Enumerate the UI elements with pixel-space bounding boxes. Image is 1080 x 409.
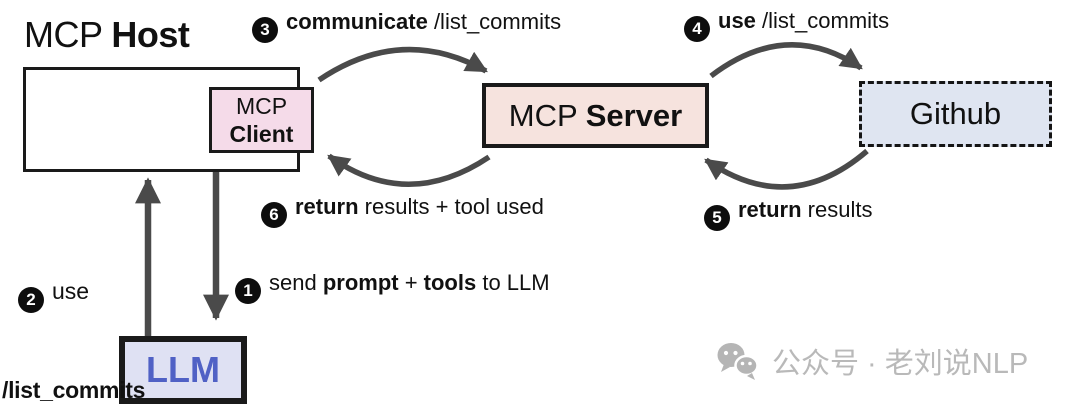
step-1-tools: tools xyxy=(423,270,477,295)
client-label-line1: MCP xyxy=(235,93,288,119)
step-3-action: communicate xyxy=(286,9,428,34)
step-1-plus: + xyxy=(398,270,424,295)
step-6-label: 6 return results + tool used xyxy=(261,194,544,228)
step-5-detail: results xyxy=(801,197,873,222)
arrow-github-to-server xyxy=(704,148,869,190)
host-title-prefix: MCP xyxy=(24,14,112,55)
step-6-action: return xyxy=(295,194,359,219)
step-1-label: 1 send prompt + tools to LLM xyxy=(235,270,550,304)
client-label-line2: Client xyxy=(229,121,294,147)
watermark: 公众号 · 老刘说NLP xyxy=(716,340,1028,382)
llm-box: LLM xyxy=(119,336,247,404)
step-1-prompt: prompt xyxy=(322,270,399,295)
step-3-label: 3 communicate /list_commits xyxy=(252,9,561,43)
step-6-detail: results + tool used xyxy=(358,194,544,219)
step-5-badge: 5 xyxy=(704,205,730,231)
wechat-icon xyxy=(716,341,760,382)
host-title: MCP Host xyxy=(24,14,190,56)
github-box: Github xyxy=(859,81,1052,147)
watermark-text: 公众号 · 老刘说NLP xyxy=(772,348,1029,380)
step-6-badge: 6 xyxy=(261,202,287,228)
step-1-post: to LLM xyxy=(476,270,550,295)
step-1-badge: 1 xyxy=(235,278,261,304)
step-4-action: use xyxy=(718,8,756,33)
step-3-detail: /list_commits xyxy=(427,9,562,34)
step-2-line2: /list_commits xyxy=(2,376,146,403)
mcp-server-box: MCP Server xyxy=(482,83,709,148)
step-2-line1: 2 use xyxy=(18,276,145,313)
step-1-pre: send xyxy=(269,270,323,295)
arrow-client-to-server xyxy=(317,46,488,83)
step-4-detail: /list_commits xyxy=(755,8,890,33)
step-5-action: return xyxy=(738,197,802,222)
llm-label: LLM xyxy=(146,349,220,390)
server-label-bold: Server xyxy=(585,97,683,133)
github-label: Github xyxy=(909,96,1002,131)
step-2-badge: 2 xyxy=(18,286,44,313)
arrow-server-to-github xyxy=(709,42,863,79)
step-5-label: 5 return results xyxy=(704,197,872,231)
step-2-label: 2 use /list_commits xyxy=(2,214,145,409)
step-2-action: use xyxy=(52,278,90,304)
step-4-badge: 4 xyxy=(684,16,710,42)
host-title-bold: Host xyxy=(111,14,190,55)
step-4-label: 4 use /list_commits xyxy=(684,8,889,42)
server-label-prefix: MCP xyxy=(508,97,586,133)
arrow-server-to-client xyxy=(327,153,491,187)
step-3-badge: 3 xyxy=(252,17,278,43)
